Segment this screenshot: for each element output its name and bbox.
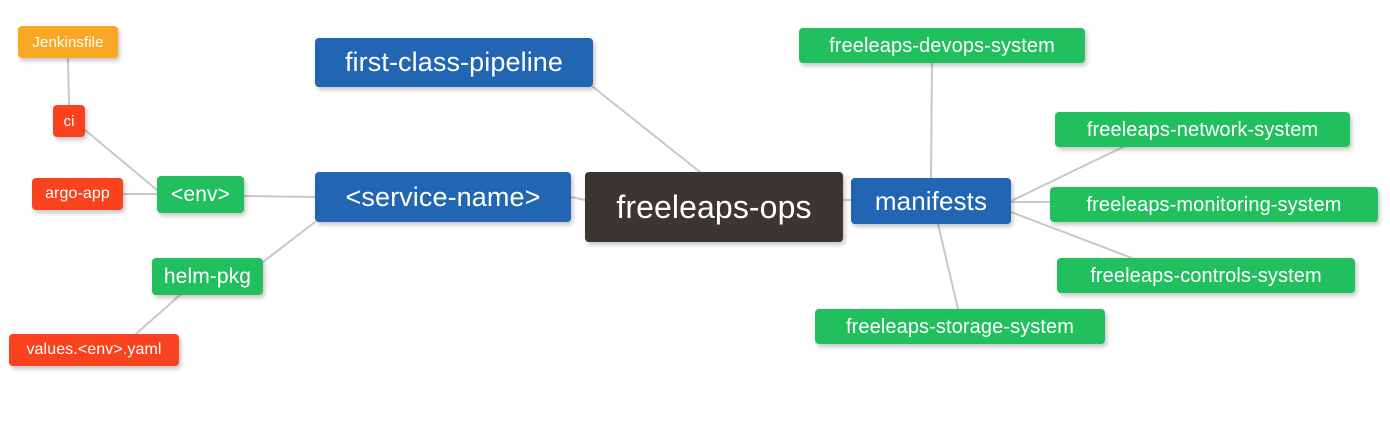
edge-manifests-to-freeleaps-devops-system	[930, 62, 933, 179]
node-manifests[interactable]: manifests	[851, 178, 1011, 224]
node-label: freeleaps-ops	[616, 189, 812, 225]
node-label: helm-pkg	[163, 265, 252, 288]
node-freeleaps-storage-system[interactable]: freeleaps-storage-system	[815, 309, 1105, 344]
node-label: Jenkinsfile	[32, 33, 104, 51]
edge-service-name-to-helm-pkg	[262, 221, 316, 263]
node-argo-app[interactable]: argo-app	[32, 178, 123, 210]
node-label: argo-app	[45, 185, 110, 202]
node-freeleaps-ops[interactable]: freeleaps-ops	[585, 172, 843, 242]
node-label: ci	[63, 112, 75, 130]
node-freeleaps-controls-system[interactable]: freeleaps-controls-system	[1057, 258, 1355, 293]
node-helm-pkg[interactable]: helm-pkg	[152, 258, 263, 295]
node-first-class-pipeline[interactable]: first-class-pipeline	[315, 38, 593, 87]
edge-helm-pkg-to-values-env-yaml	[135, 294, 181, 335]
node-label: <env>	[171, 183, 230, 206]
node-label: freeleaps-monitoring-system	[1086, 193, 1342, 216]
node-label: freeleaps-controls-system	[1090, 264, 1322, 287]
edge-env-to-service-name	[243, 195, 316, 198]
node-label: values.<env>.yaml	[26, 341, 162, 358]
node-label: freeleaps-network-system	[1086, 118, 1319, 141]
node-freeleaps-network-system[interactable]: freeleaps-network-system	[1055, 112, 1350, 147]
node-env[interactable]: <env>	[157, 176, 244, 213]
node-label: first-class-pipeline	[344, 47, 564, 77]
node-ci[interactable]: ci	[53, 105, 85, 137]
edge-service-name-to-freeleaps-ops	[570, 196, 586, 201]
node-label: freeleaps-devops-system	[829, 34, 1055, 57]
node-label: freeleaps-storage-system	[845, 315, 1075, 338]
node-label: manifests	[874, 186, 988, 216]
node-label: <service-name>	[345, 181, 541, 212]
node-jenkinsfile[interactable]: Jenkinsfile	[18, 26, 118, 58]
edge-manifests-to-freeleaps-storage-system	[937, 223, 959, 310]
node-freeleaps-monitoring-system[interactable]: freeleaps-monitoring-system	[1050, 187, 1378, 222]
node-service-name[interactable]: <service-name>	[315, 172, 571, 222]
node-values-env-yaml[interactable]: values.<env>.yaml	[9, 334, 179, 366]
edge-first-class-pipeline-to-freeleaps-ops	[592, 86, 701, 173]
node-freeleaps-devops-system[interactable]: freeleaps-devops-system	[799, 28, 1085, 63]
edge-jenkinsfile-to-ci	[67, 57, 70, 106]
